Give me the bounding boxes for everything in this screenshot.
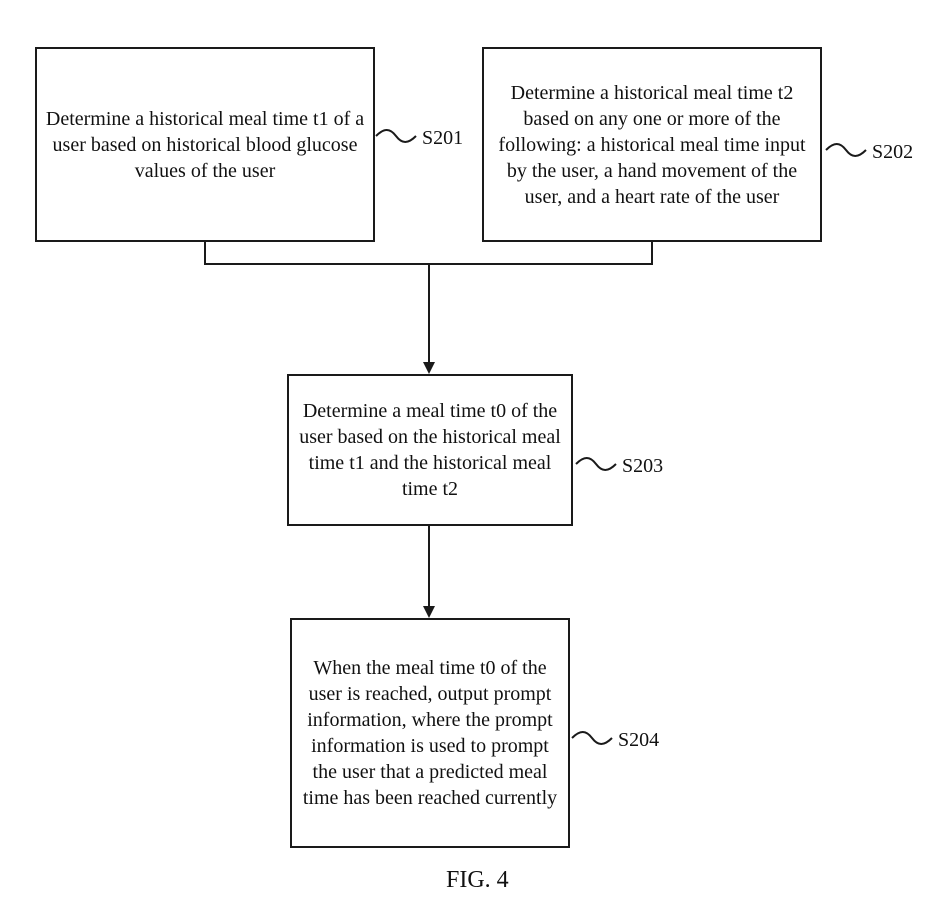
leader-s201 <box>376 130 416 142</box>
merge-connector <box>205 242 652 264</box>
step-s204-box: When the meal time t0 of the user is rea… <box>290 618 570 848</box>
step-s203-label: S203 <box>622 454 663 478</box>
leader-s202 <box>826 144 866 156</box>
step-s202-label: S202 <box>872 140 913 164</box>
leader-s203 <box>576 458 616 470</box>
step-s202-text: Determine a historical meal time t2 base… <box>490 80 814 210</box>
step-s201-text: Determine a historical meal time t1 of a… <box>43 106 367 184</box>
leader-s204 <box>572 732 612 744</box>
step-s204-label: S204 <box>618 728 659 752</box>
step-s203-text: Determine a meal time t0 of the user bas… <box>295 398 565 502</box>
step-s201-box: Determine a historical meal time t1 of a… <box>35 47 375 242</box>
step-s203-box: Determine a meal time t0 of the user bas… <box>287 374 573 526</box>
figure-caption: FIG. 4 <box>446 866 509 894</box>
step-s204-text: When the meal time t0 of the user is rea… <box>298 655 562 811</box>
step-s202-box: Determine a historical meal time t2 base… <box>482 47 822 242</box>
step-s201-label: S201 <box>422 126 463 150</box>
